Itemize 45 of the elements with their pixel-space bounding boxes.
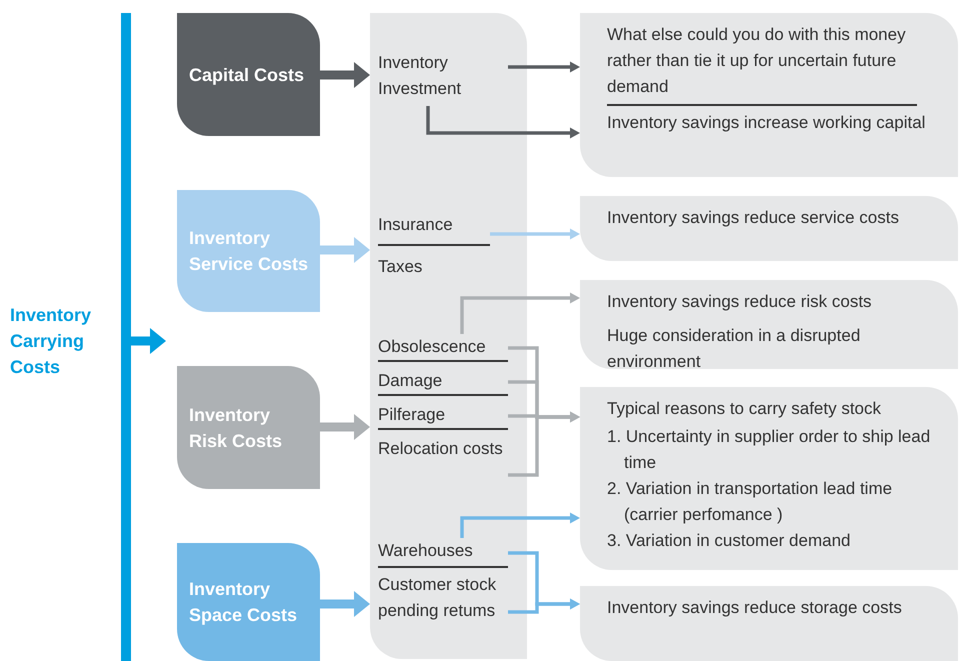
column-panel: [370, 13, 527, 659]
note-panel: [580, 13, 958, 177]
note-panel: [580, 280, 958, 369]
cost-box: [177, 13, 320, 136]
title-label: Inventory Carrying Costs: [10, 304, 92, 379]
note-text: Huge consideration in a disrupted environment: [607, 325, 862, 373]
cost-box: [177, 543, 320, 661]
arrow: [490, 228, 580, 240]
arrow: [426, 106, 580, 138]
arrow: [508, 62, 580, 72]
item-label: Insurance: [378, 212, 490, 246]
item-label: Customer stock pending retums: [378, 572, 508, 654]
item-label: Damage: [378, 368, 508, 396]
arrow: [320, 62, 370, 88]
arrow: [460, 512, 580, 538]
list-item: 1. Uncertainty in supplier order to ship lead time: [607, 426, 932, 474]
arrow: [508, 412, 580, 477]
item-label: Obsolescence: [378, 334, 508, 362]
item-label: Pilferage: [378, 402, 508, 430]
item-label: Relocation costs: [378, 436, 508, 492]
list-item: 2. Variation in transportation lead time (carrier perfomance ): [607, 478, 894, 526]
note-text: Inventory savings reduce service costs: [607, 207, 900, 229]
item-label: Warehouses: [378, 538, 508, 568]
note-text: What else could you do with this money rather than tie it up for uncertain future demand: [607, 24, 907, 98]
note-panel: [580, 387, 958, 570]
note-text: Typical reasons to carry safety stock: [607, 398, 882, 420]
arrow: [320, 591, 370, 617]
arrow: [320, 237, 370, 263]
note-panel: [580, 586, 958, 661]
arrow: [320, 414, 370, 440]
box-label: Capital Costs: [189, 64, 306, 87]
note-text: Inventory savings reduce risk costs: [607, 291, 873, 313]
box-label: Inventory Space Costs: [189, 578, 298, 627]
list-item: 3. Variation in customer demand: [607, 530, 852, 552]
cost-box: [177, 366, 320, 489]
arrow: [508, 598, 580, 614]
arrow: [460, 292, 580, 334]
cost-box: [177, 190, 320, 312]
note-text: Inventory savings increase working capital: [607, 112, 926, 134]
item-label: Taxes: [378, 254, 490, 284]
box-label: Inventory Risk Costs: [189, 404, 284, 452]
item-label: Inventory Investment: [378, 50, 508, 106]
note-text: Inventory savings reduce storage costs: [607, 597, 903, 619]
box-label: Inventory Service Costs: [189, 227, 310, 276]
note-panel: [580, 196, 958, 261]
